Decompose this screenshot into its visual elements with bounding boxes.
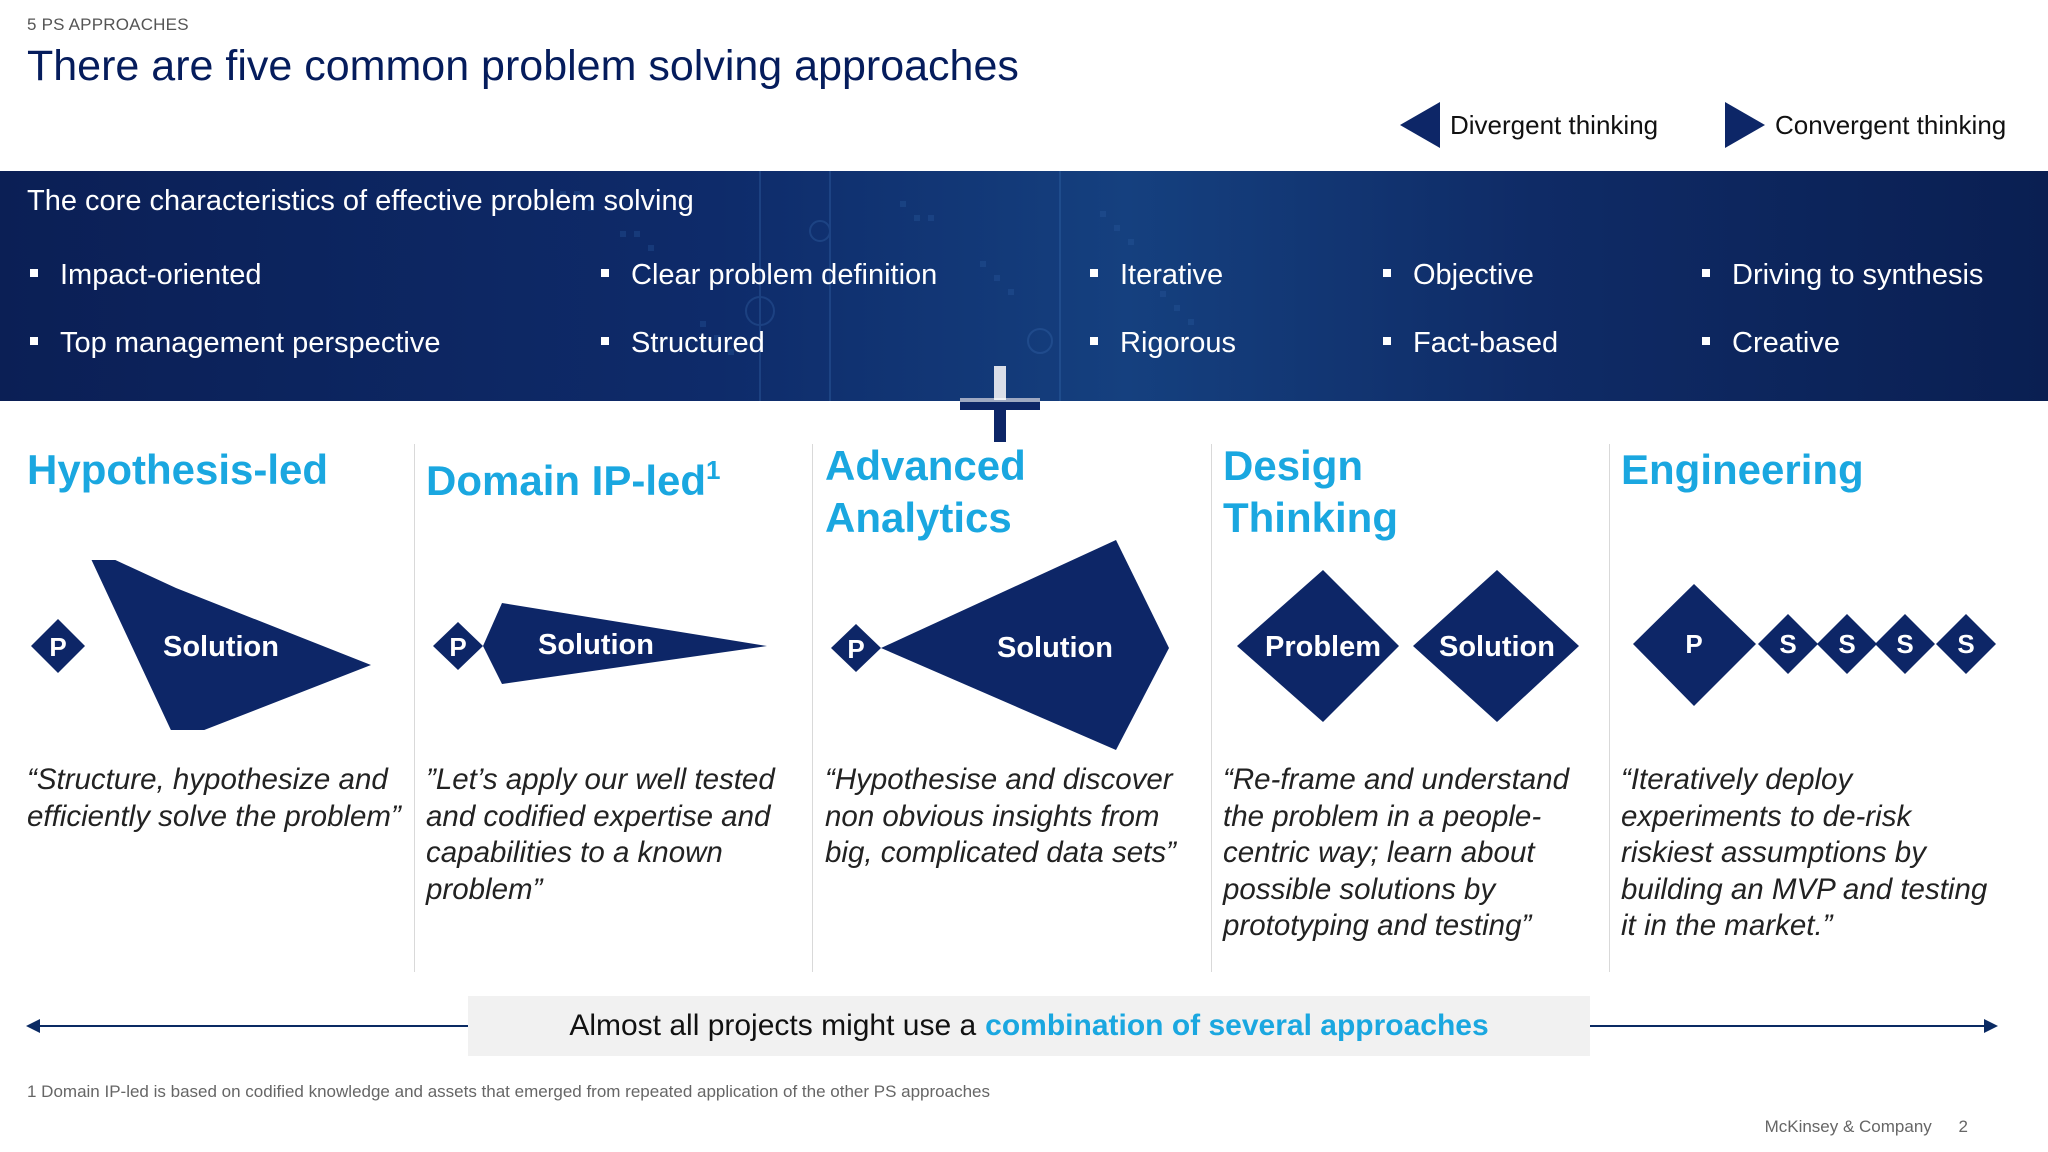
arrow-line-right <box>1590 1025 1990 1027</box>
legend-divergent-label: Divergent thinking <box>1450 109 1659 140</box>
trait-label: Creative <box>1732 327 1840 359</box>
bullet-square-icon <box>1383 336 1391 345</box>
characteristics-title: The core characteristics of effective pr… <box>27 185 694 217</box>
approach-title: Hypothesis-led <box>27 446 329 493</box>
diagram-label: P <box>49 632 66 662</box>
convergent-triangle-icon <box>1725 102 1765 148</box>
approach-title: Design Thinking <box>1223 440 1398 544</box>
trait-label: Impact-oriented <box>60 259 262 291</box>
trait-item: Fact-based <box>1383 327 1558 360</box>
approach-domain-ip-led: Domain IP-led1 P Solution ”Let’s apply o… <box>426 440 824 972</box>
combination-callout: Almost all projects might use a combinat… <box>468 996 1590 1056</box>
trait-label: Clear problem definition <box>631 259 938 291</box>
diagram-label: Solution <box>997 632 1113 664</box>
approach-title-line: Thinking <box>1223 494 1398 541</box>
trait-item: Driving to synthesis <box>1702 259 1983 292</box>
approach-quote: “Iteratively deploy experiments to de-ri… <box>1621 763 1988 942</box>
footnote-marker: 1 <box>706 455 721 485</box>
diagram-label: Solution <box>163 631 279 663</box>
diagram-label: Solution <box>538 629 654 661</box>
approach-quote: “Structure, hypothesize and efficiently … <box>27 763 401 833</box>
diagram-label: Problem <box>1265 631 1381 663</box>
diagram-label: P <box>847 634 864 664</box>
right-arrowhead-icon <box>1984 1019 1998 1033</box>
diagram-label: S <box>1838 629 1855 659</box>
approach-title-line: Advanced <box>825 442 1026 489</box>
trait-label: Driving to synthesis <box>1732 259 1984 291</box>
design-thinking-diagram: Problem Solution <box>1237 570 1579 722</box>
engineering-diagram: P S S S S <box>1633 584 1996 706</box>
approach-engineering: Engineering P S S S S “Iteratively deplo… <box>1621 440 2019 972</box>
company-name: McKinsey & Company <box>1764 1117 1932 1136</box>
trait-item: Clear problem definition <box>601 259 937 292</box>
trait-item: Iterative <box>1090 259 1223 292</box>
approach-title-line: Design <box>1223 442 1364 489</box>
advanced-analytics-diagram: P Solution <box>831 540 1169 750</box>
trait-item: Objective <box>1383 259 1534 292</box>
divergent-triangle-icon <box>1400 102 1440 148</box>
trait-label: Fact-based <box>1413 327 1559 359</box>
column-divider <box>1609 444 1610 972</box>
bullet-square-icon <box>30 268 38 277</box>
approach-title: Domain IP-led1 <box>426 444 721 507</box>
footnote: 1 Domain IP-led is based on codified kno… <box>27 1082 990 1101</box>
trait-item: Structured <box>601 327 765 360</box>
combination-highlight: combination of several approaches <box>985 1009 1489 1042</box>
bullet-square-icon <box>30 336 38 345</box>
bullet-square-icon <box>1383 268 1391 277</box>
legend-convergent: Convergent thinking <box>1725 100 2006 150</box>
section-tag: 5 PS APPROACHES <box>27 15 189 34</box>
page-number: 2 <box>1958 1117 1968 1136</box>
diagram-label: Solution <box>1439 631 1555 663</box>
diagram-label: P <box>449 632 466 662</box>
combination-prefix: Almost all projects might use a <box>569 1009 977 1042</box>
diagram-label: S <box>1896 629 1913 659</box>
trait-item: Impact-oriented <box>30 259 262 292</box>
approach-quote: “Hypothesise and discover non obvious in… <box>825 763 1176 869</box>
trait-label: Top management perspective <box>60 327 441 359</box>
left-arrowhead-icon <box>26 1019 40 1033</box>
approach-title: Engineering <box>1621 446 1864 493</box>
arrow-line-left <box>36 1025 468 1027</box>
column-divider <box>1211 444 1212 972</box>
characteristics-band: The core characteristics of effective pr… <box>0 171 2048 401</box>
domain-ip-diagram: P Solution <box>433 603 767 684</box>
bullet-square-icon <box>1090 336 1098 345</box>
bullet-square-icon <box>1702 268 1710 277</box>
data-texture-background <box>560 171 1194 401</box>
column-divider <box>812 444 813 972</box>
approach-title: Advanced Analytics <box>825 440 1026 544</box>
hypothesis-diagram: P Solution <box>31 560 371 730</box>
approach-quote: ”Let’s apply our well tested and codifie… <box>426 763 775 906</box>
bullet-square-icon <box>1702 336 1710 345</box>
trait-item: Rigorous <box>1090 327 1236 360</box>
plus-icon <box>960 366 1040 442</box>
diagram-label: S <box>1957 629 1974 659</box>
trait-label: Rigorous <box>1120 327 1237 359</box>
bullet-square-icon <box>601 336 609 345</box>
legend-divergent: Divergent thinking <box>1400 100 1658 150</box>
approach-advanced-analytics: Advanced Analytics P Solution “Hypothesi… <box>825 440 1223 972</box>
approach-hypothesis-led: Hypothesis-led P Solution “Structure, hy… <box>27 440 425 972</box>
legend-convergent-label: Convergent thinking <box>1775 109 2007 140</box>
approach-title-text: Domain IP-led <box>426 457 707 504</box>
trait-label: Objective <box>1413 259 1534 291</box>
trait-item: Top management perspective <box>30 327 440 360</box>
approach-quote: “Re-frame and understand the problem in … <box>1223 763 1569 942</box>
approach-design-thinking: Design Thinking Problem Solution “Re-fra… <box>1223 440 1621 972</box>
footer: McKinsey & Company 2 <box>1765 1117 1968 1137</box>
approach-title-line: Analytics <box>825 494 1012 541</box>
trait-item: Creative <box>1702 327 1840 360</box>
bullet-square-icon <box>601 268 609 277</box>
bullet-square-icon <box>1090 268 1098 277</box>
column-divider <box>414 444 415 972</box>
diagram-label: S <box>1779 629 1796 659</box>
trait-label: Iterative <box>1120 259 1224 291</box>
trait-label: Structured <box>631 327 765 359</box>
slide-title: There are five common problem solving ap… <box>27 42 1019 90</box>
diagram-label: P <box>1685 629 1702 659</box>
